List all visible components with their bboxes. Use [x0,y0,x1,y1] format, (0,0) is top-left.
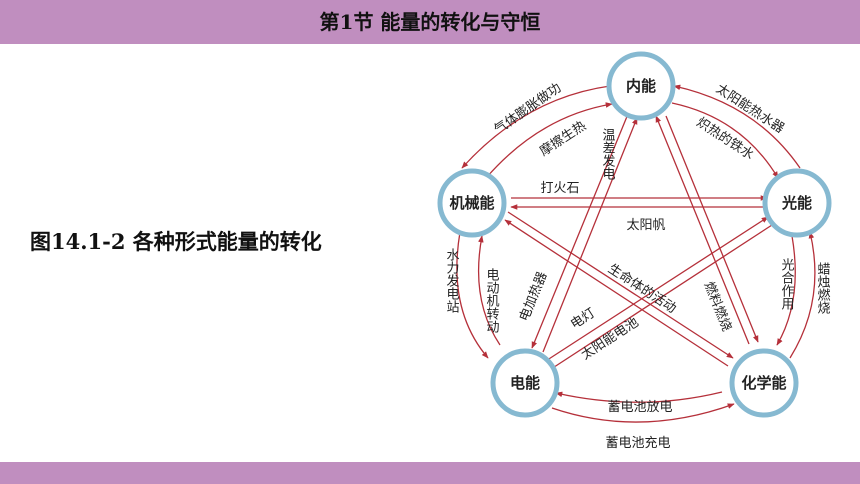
arrow-photosynthesis [776,235,796,346]
arrow-motor [477,235,501,346]
label-battery-charge: 蓄电池充电 [605,435,670,451]
arrow-battery-discharge [555,391,723,403]
arrow-electric-lamp [537,216,769,367]
label-solar-sail: 太阳帆 [626,218,665,233]
footer-bar [0,462,860,484]
arrow-candle-burning [789,231,816,359]
arrow-gas-expansion [461,85,611,169]
node-internal-energy: 内能 [606,51,676,121]
arrow-thermoelectric [531,113,629,349]
arrow-internal-chemical [665,115,759,343]
arrow-hydro-power [456,231,489,359]
label-life-activity: 生命体的活动 [605,261,679,317]
node-chemical-label: 化学能 [741,374,786,392]
header-bar [0,0,860,44]
figure-caption: 图14.1-2 各种形式能量的转化 [30,229,322,254]
arrow-friction [485,102,613,179]
label-photosynthesis: 光合作用 [779,258,795,311]
node-electric-label: 电能 [510,374,540,392]
arrow-battery-charge [551,403,735,423]
node-light-energy: 光能 [762,168,832,238]
label-thermoelectric: 温差发电 [600,128,616,180]
arrow-solar-cell [544,224,773,374]
arrow-electric-heater [542,117,638,353]
node-chemical-energy: 化学能 [729,348,799,418]
arrow-solar-water-heater [673,84,801,169]
node-internal-label: 内能 [626,77,656,95]
arrow-mechanical-chemical [507,211,734,359]
label-hot-molten-iron: 炽热的铁水 [694,114,757,163]
label-lighter-flint: 打火石 [540,181,579,196]
label-candle-burning: 蜡烛燃烧 [815,262,831,314]
label-friction: 摩擦生热 [537,118,589,160]
label-electric-lamp: 电灯 [568,306,598,333]
node-mechanical-energy: 机械能 [437,168,507,238]
label-motor: 电动机转动 [484,268,500,334]
page-title: 第1节 能量的转化与守恒 [319,10,541,34]
label-hydro-power: 水力发电站 [444,248,460,313]
arrow-life-activity [504,219,729,367]
node-light-label: 光能 [781,194,812,212]
label-solar-water-heater: 太阳能热水器 [713,82,787,137]
label-gas-expansion: 气体膨胀做功 [491,80,564,138]
node-electric-energy: 电能 [490,348,560,418]
label-battery-discharge: 蓄电池放电 [607,400,672,415]
arrow-fuel-burning [655,115,750,345]
node-mechanical-label: 机械能 [449,194,494,212]
label-fuel-burning: 燃料燃烧 [701,279,735,333]
arrow-hot-molten-iron [671,102,779,179]
